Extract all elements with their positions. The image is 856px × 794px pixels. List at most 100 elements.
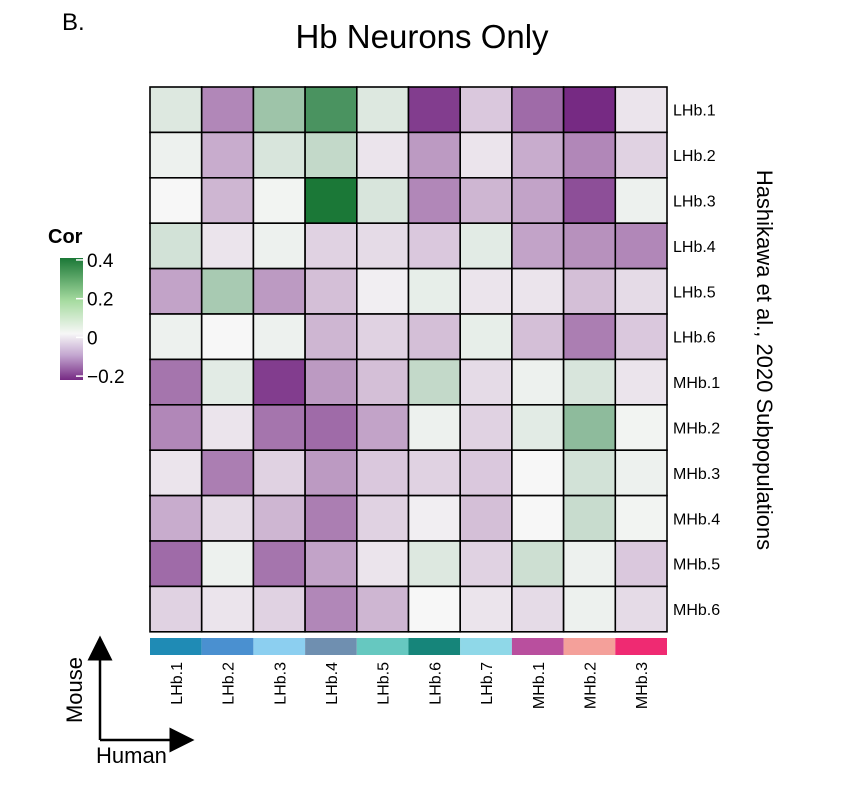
legend-tick-label: 0.4 bbox=[87, 251, 114, 272]
heatmap-cell bbox=[149, 267, 203, 315]
heatmap-cell bbox=[459, 494, 513, 542]
row-label: MHb.4 bbox=[673, 511, 720, 528]
heatmap-cell bbox=[562, 131, 617, 179]
heatmap-cell bbox=[252, 177, 306, 225]
heatmap-cell bbox=[459, 177, 513, 225]
heatmap-cell bbox=[355, 267, 410, 315]
column-label: LHb.3 bbox=[272, 662, 289, 705]
heatmap-cell bbox=[355, 449, 410, 497]
heatmap-cell bbox=[304, 222, 358, 270]
heatmap-cell bbox=[149, 585, 203, 633]
heatmap-cell bbox=[149, 177, 203, 225]
heatmap-cell bbox=[562, 449, 617, 497]
heatmap-cell bbox=[149, 449, 203, 497]
heatmap-cell bbox=[407, 222, 462, 270]
heatmap-cell bbox=[200, 177, 255, 225]
heatmap-cell bbox=[407, 131, 462, 179]
column-annotation-swatch bbox=[615, 638, 667, 655]
heatmap-cell bbox=[614, 449, 668, 497]
heatmap-cell bbox=[355, 585, 410, 633]
heatmap-cell bbox=[511, 358, 565, 406]
heatmap-cell bbox=[355, 131, 410, 179]
heatmap-cell bbox=[407, 313, 462, 361]
column-annotation-swatch bbox=[201, 638, 254, 655]
heatmap-cell bbox=[149, 358, 203, 406]
heatmap-cell bbox=[562, 358, 617, 406]
heatmap-cell bbox=[511, 403, 565, 451]
heatmap-cell bbox=[459, 222, 513, 270]
column-label: MHb.2 bbox=[582, 662, 599, 709]
heatmap-cell bbox=[200, 585, 255, 633]
heatmap-cell bbox=[459, 313, 513, 361]
heatmap-cell bbox=[355, 358, 410, 406]
row-label: LHb.6 bbox=[673, 330, 716, 347]
heatmap-cell bbox=[511, 540, 565, 588]
column-annotation-swatch bbox=[460, 638, 512, 655]
heatmap-cell bbox=[355, 313, 410, 361]
heatmap-cell bbox=[614, 313, 668, 361]
heatmap-cell bbox=[149, 540, 203, 588]
heatmap-cell bbox=[614, 494, 668, 542]
y-axis-label: Mouse bbox=[62, 657, 87, 723]
column-label: LHb.4 bbox=[324, 662, 341, 705]
heatmap-cell bbox=[511, 86, 565, 134]
heatmap-cell bbox=[459, 86, 513, 134]
heatmap-cell bbox=[149, 494, 203, 542]
row-label: LHb.4 bbox=[673, 239, 716, 256]
heatmap-cell bbox=[511, 222, 565, 270]
heatmap-cell bbox=[614, 222, 668, 270]
heatmap-cell bbox=[562, 222, 617, 270]
heatmap-cell bbox=[511, 494, 565, 542]
heatmap-cell bbox=[304, 177, 358, 225]
heatmap-cells bbox=[149, 86, 668, 633]
column-label: MHb.1 bbox=[531, 662, 548, 709]
heatmap-cell bbox=[459, 585, 513, 633]
heatmap-cell bbox=[149, 131, 203, 179]
heatmap-cell bbox=[355, 494, 410, 542]
column-label: LHb.1 bbox=[169, 662, 186, 705]
heatmap-cell bbox=[614, 267, 668, 315]
heatmap-cell bbox=[252, 358, 306, 406]
heatmap-cell bbox=[614, 358, 668, 406]
heatmap-cell bbox=[407, 358, 462, 406]
heatmap-cell bbox=[200, 313, 255, 361]
row-label: LHb.1 bbox=[673, 103, 716, 120]
heatmap-cell bbox=[511, 585, 565, 633]
heatmap-cell bbox=[459, 267, 513, 315]
heatmap-cell bbox=[355, 540, 410, 588]
heatmap-cell bbox=[407, 177, 462, 225]
heatmap-cell bbox=[562, 585, 617, 633]
row-label: MHb.5 bbox=[673, 557, 720, 574]
heatmap-cell bbox=[252, 494, 306, 542]
heatmap-cell bbox=[304, 131, 358, 179]
column-annotation-swatch bbox=[563, 638, 616, 655]
heatmap-cell bbox=[614, 403, 668, 451]
column-annotation-swatch bbox=[408, 638, 461, 655]
heatmap-cell bbox=[614, 540, 668, 588]
heatmap-cell bbox=[304, 313, 358, 361]
heatmap-cell bbox=[562, 540, 617, 588]
chart-title: Hb Neurons Only bbox=[295, 18, 549, 55]
column-label: MHb.3 bbox=[634, 662, 651, 709]
row-labels: LHb.1LHb.2LHb.3LHb.4LHb.5LHb.6MHb.1MHb.2… bbox=[673, 103, 720, 619]
legend-tick-label: −0.2 bbox=[87, 367, 125, 388]
heatmap-cell bbox=[304, 403, 358, 451]
heatmap-cell bbox=[459, 449, 513, 497]
heatmap-cell bbox=[252, 131, 306, 179]
legend-ticks: 0.40.20−0.2 bbox=[76, 251, 125, 388]
column-annotation-swatch bbox=[253, 638, 306, 655]
row-label: LHb.5 bbox=[673, 284, 716, 301]
column-annotation-swatch bbox=[511, 638, 564, 655]
heatmap-cell bbox=[252, 222, 306, 270]
heatmap-cell bbox=[304, 449, 358, 497]
heatmap-cell bbox=[511, 177, 565, 225]
heatmap-cell bbox=[355, 177, 410, 225]
legend-tick-label: 0.2 bbox=[87, 290, 113, 311]
heatmap-cell bbox=[149, 403, 203, 451]
heatmap-cell bbox=[459, 403, 513, 451]
heatmap-cell bbox=[149, 313, 203, 361]
heatmap-cell bbox=[614, 131, 668, 179]
heatmap-cell bbox=[304, 585, 358, 633]
